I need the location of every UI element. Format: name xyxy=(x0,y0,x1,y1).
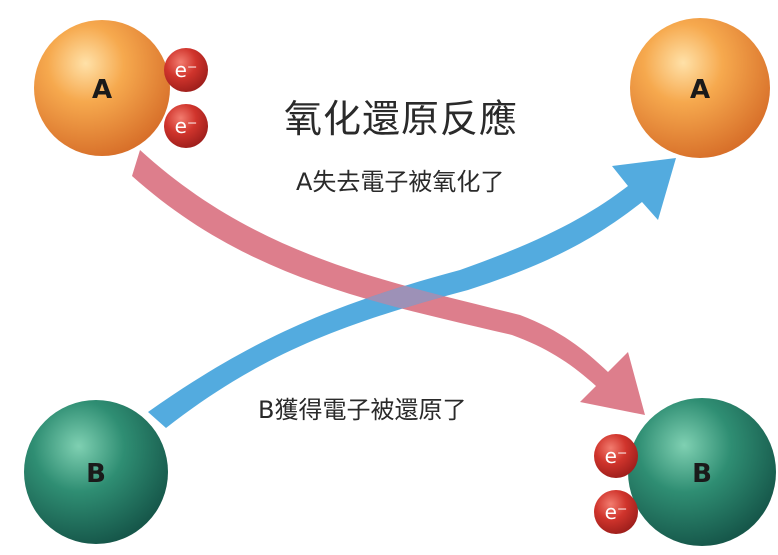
electron-a2-label: e⁻ xyxy=(175,114,198,138)
caption-b-reduced: B獲得電子被還原了 xyxy=(258,396,466,424)
electron-b2-label: e⁻ xyxy=(605,500,628,524)
atom-a-left-label: A xyxy=(92,75,112,105)
electron-b1-label: e⁻ xyxy=(605,444,628,468)
caption-a-oxidized: A失去電子被氧化了 xyxy=(296,168,504,196)
electron-b2: e⁻ xyxy=(594,490,638,534)
atom-b-left-label: B xyxy=(86,459,106,489)
red-arrow xyxy=(132,150,645,415)
electron-a1: e⁻ xyxy=(164,48,208,92)
electron-a2: e⁻ xyxy=(164,104,208,148)
electron-b1: e⁻ xyxy=(594,434,638,478)
atom-a-right-label: A xyxy=(690,75,710,105)
diagram-title: 氧化還原反應 xyxy=(284,97,518,141)
atom-b-right-label: B xyxy=(692,459,712,489)
atom-a-right: A xyxy=(630,18,770,158)
electron-a1-label: e⁻ xyxy=(175,58,198,82)
atom-b-left: B xyxy=(24,400,168,544)
arrow-overlap xyxy=(148,158,645,415)
atom-b-right: B xyxy=(628,398,776,546)
atom-a-left: A xyxy=(34,20,170,156)
